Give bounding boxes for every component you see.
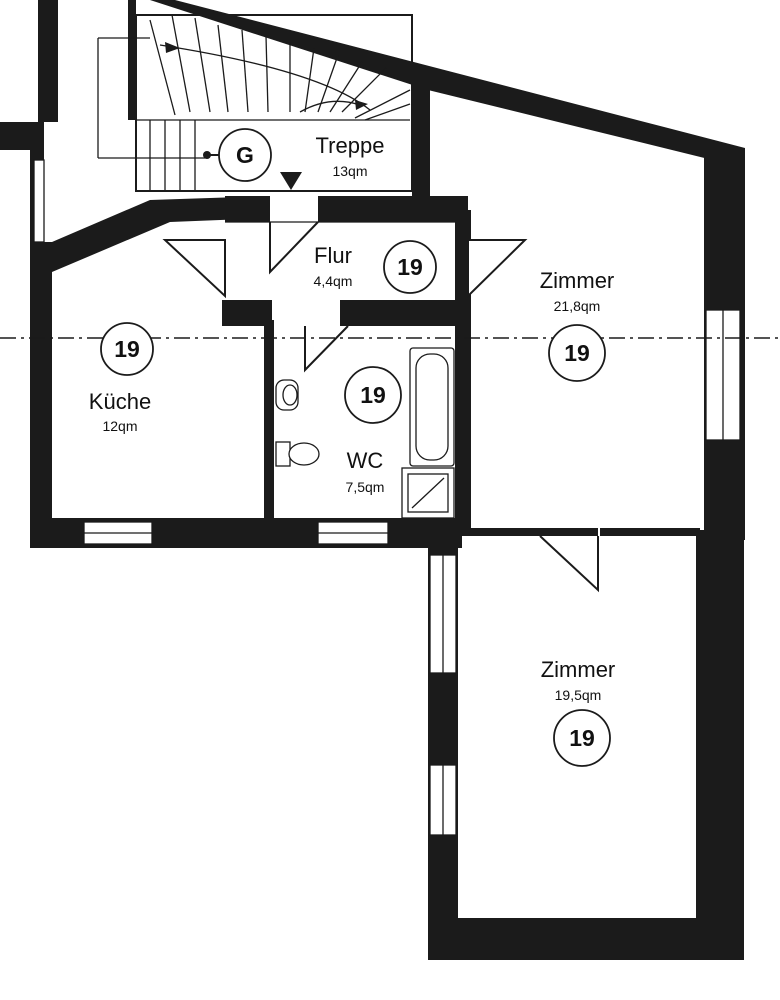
wall-left-stub [0,122,44,150]
badge-circle [553,709,611,767]
entrance-arrow-icon [280,172,302,190]
room-treppe-badge: G [236,142,254,168]
room-zimmer2-name: Zimmer [541,657,616,682]
room-flur-name: Flur [314,243,352,268]
windows [33,159,741,836]
badge-circle [548,324,606,382]
wall-stair-right [412,82,430,212]
badge-circle [100,322,154,376]
wall-kueche-wc [264,320,274,520]
room-kueche: 19 Küche 12qm [89,322,154,434]
room-flur-area: 4,4qm [314,273,353,289]
room-treppe-name: Treppe [316,133,385,158]
wall-top-diagonal [150,0,745,168]
wall-flur-top-right [318,196,468,222]
doors [162,221,599,593]
room-flur-badge: 19 [397,254,423,280]
badge-circle [383,240,437,294]
room-kueche-badge: 19 [114,336,140,362]
bathtub-icon [409,347,455,467]
wall-right-lower [696,530,744,960]
wall-topleft [38,0,58,122]
room-flur: Flur 4,4qm 19 [314,240,437,294]
wall-left [30,242,52,547]
room-kueche-area: 12qm [102,418,137,434]
room-wc: 19 WC 7,5qm [344,366,402,495]
room-zimmer-1: Zimmer 21,8qm 19 [540,268,615,382]
stair-frame [135,14,413,192]
wall-kueche-diagonal [52,196,270,272]
room-wc-name: WC [347,448,384,473]
room-treppe: G Treppe 13qm [218,128,385,182]
room-wc-area: 7,5qm [346,479,385,495]
room-wc-badge: 19 [360,382,386,408]
badge-circle [218,128,272,182]
staircase [97,14,413,192]
stair-arrow-1 [165,42,180,53]
wall-stair-left [128,0,136,120]
wall-flur-bottom-right [340,300,460,326]
room-zimmer-2: Zimmer 19,5qm 19 [541,657,616,767]
wall-bottom-right [428,918,744,960]
room-zimmer2-badge: 19 [569,725,595,751]
stair-arrow-2 [355,100,368,110]
room-kueche-name: Küche [89,389,151,414]
room-zimmer1-area: 21,8qm [554,298,601,314]
wall-zimmer-partition-right [600,528,700,536]
badge-circle [344,366,402,424]
room-zimmer1-badge: 19 [564,340,590,366]
window-left-upper [33,159,45,243]
room-treppe-area: 13qm [332,163,367,179]
wall-zimmer-partition [458,528,598,536]
room-zimmer2-area: 19,5qm [555,687,602,703]
wc-fixtures [275,347,455,519]
sink-icon [275,379,299,411]
room-zimmer1-name: Zimmer [540,268,615,293]
wall-flur-top-left [225,196,270,222]
toilet-icon [275,441,291,467]
wall-flur-bottom-left [222,300,272,326]
